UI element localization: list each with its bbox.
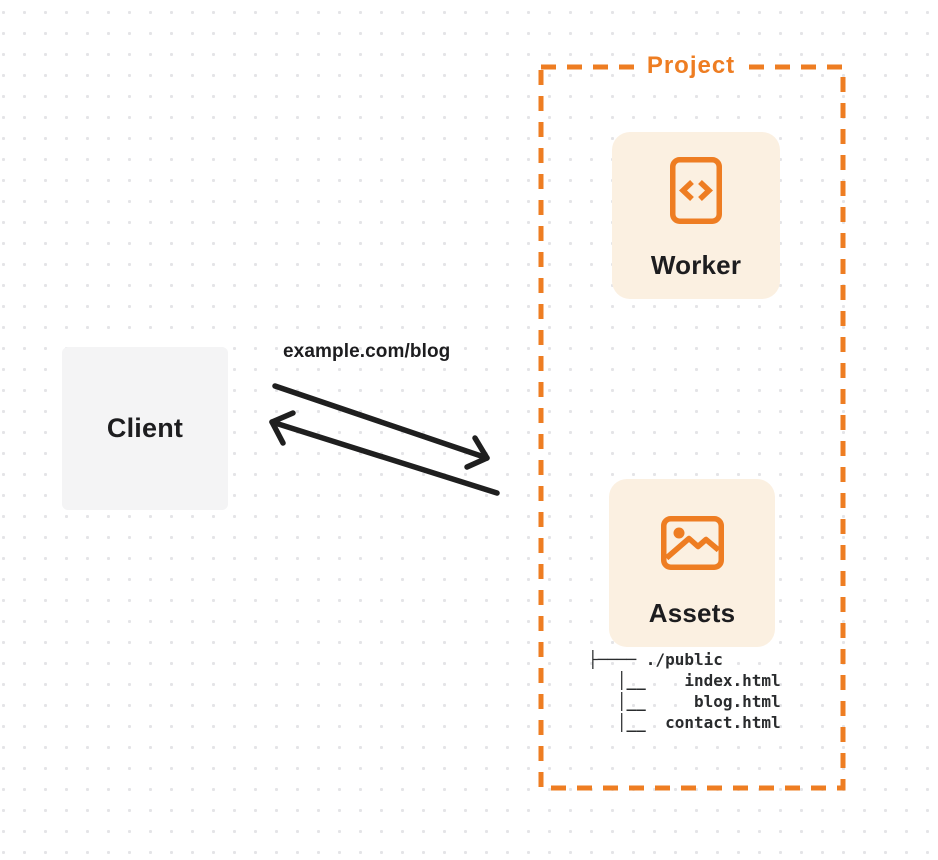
code-document-icon [670, 157, 722, 224]
project-label: Project [637, 50, 745, 82]
assets-node: Assets [609, 479, 775, 647]
worker-node: Worker [612, 132, 780, 299]
request-response-arrows [269, 383, 500, 496]
client-node: Client [62, 347, 228, 510]
response-arrow-line [269, 419, 500, 496]
worker-label: Worker [650, 250, 742, 280]
response-arrowhead-icon [269, 410, 296, 446]
assets-label: Assets [648, 598, 736, 628]
request-url-label: example.com/blog [283, 341, 451, 362]
request-arrow-line [272, 383, 490, 461]
client-label: Client [106, 413, 184, 443]
project-boundary [538, 64, 846, 791]
image-icon [660, 516, 724, 570]
project-dashed-rect [538, 64, 846, 791]
request-arrowhead-icon [464, 435, 490, 470]
file-tree: ├──── ./public │__ index.html │__ blog.h… [588, 650, 781, 732]
